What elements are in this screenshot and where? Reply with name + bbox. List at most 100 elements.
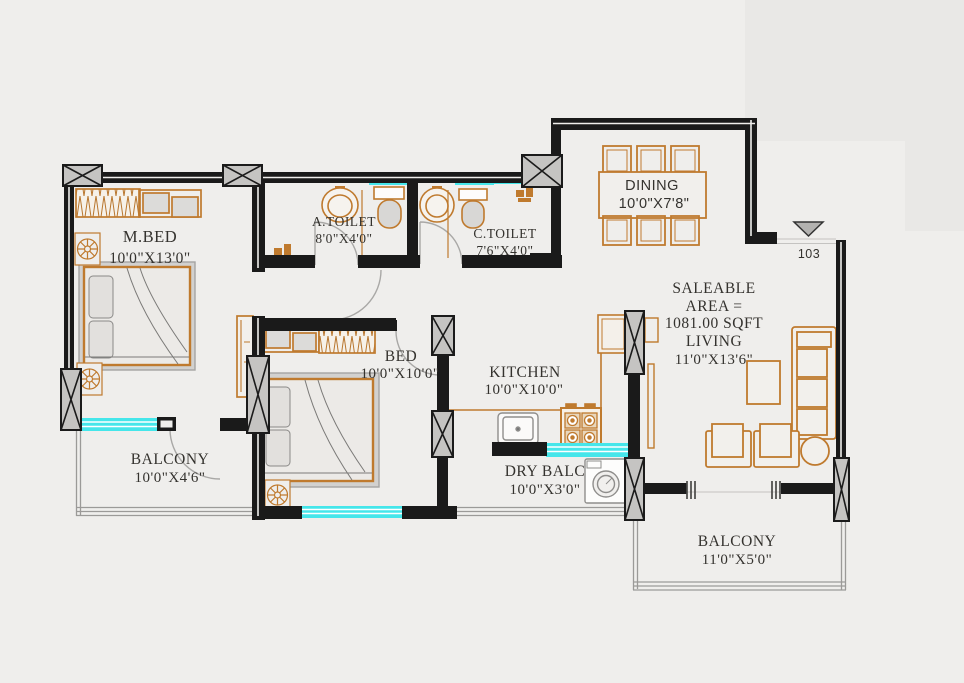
ctoilet-dims: 7'6"X4'0" xyxy=(476,243,533,258)
background-shade-right xyxy=(905,141,964,231)
wall-ctoilet-right xyxy=(551,183,561,255)
bed2-wardrobe-hatched xyxy=(318,328,376,354)
mbed-fan-1 xyxy=(74,232,101,266)
living-sofa xyxy=(791,326,837,440)
entrance-marker xyxy=(792,221,825,238)
balcony2-dims: 11'0"X5'0" xyxy=(702,552,772,568)
column xyxy=(431,410,454,458)
wall-toilet-divider xyxy=(407,183,418,268)
wall-toilet-bottom-1 xyxy=(252,255,315,268)
saleable-line1: SALEABLE xyxy=(672,280,755,297)
balcony1-door-arc xyxy=(169,428,221,480)
drybalc-railing-bottom xyxy=(448,506,629,517)
balcony1-label: BALCONY xyxy=(131,451,209,468)
wall-living-left xyxy=(628,370,640,462)
dining-dims: 10'0"X7'8" xyxy=(619,196,690,212)
bed2-fan xyxy=(264,479,291,511)
mbed-balcony-window xyxy=(81,418,159,431)
wall-living-bottom-right xyxy=(781,483,837,494)
wall-core-lines xyxy=(66,120,842,516)
bed2-dims: 10'0"X10'0" xyxy=(361,366,440,382)
unit-number: 103 xyxy=(798,247,820,261)
mbed-cabinet xyxy=(138,189,202,218)
wall-entry-stub xyxy=(745,232,777,244)
column xyxy=(431,315,455,356)
ctoilet-label: C.TOILET xyxy=(473,226,537,241)
entrance-threshold xyxy=(777,238,836,244)
wall-kitchen-left xyxy=(437,350,449,415)
mbed-furniture xyxy=(74,188,254,398)
balcony2-door-posts xyxy=(686,481,781,499)
column xyxy=(60,368,82,431)
balcony1-railing-left xyxy=(75,430,82,516)
ctoilet-fixtures xyxy=(419,186,533,258)
wall-bed2-bottom-right xyxy=(402,506,457,519)
dining-label: DINING xyxy=(625,178,679,194)
column xyxy=(222,164,263,187)
balcony1-door-jamb-core xyxy=(160,420,173,428)
bed2-door-jamb xyxy=(388,320,397,331)
wall-bed2-top xyxy=(252,318,396,331)
column xyxy=(833,457,850,522)
bed2-window xyxy=(302,506,402,518)
balcony2-railing-right xyxy=(840,521,847,590)
balcony2-label: BALCONY xyxy=(698,533,776,550)
atoilet-label: A.TOILET xyxy=(312,214,376,229)
atoilet-wc xyxy=(373,186,405,229)
entrance-arrow-icon xyxy=(792,221,825,238)
kitchen-dims: 10'0"X10'0" xyxy=(485,382,564,398)
door-arcs xyxy=(169,221,463,480)
dining-chair xyxy=(602,215,632,246)
wall-ctoilet-foot xyxy=(530,253,561,265)
dining-chair xyxy=(670,215,700,246)
mbed-bed xyxy=(78,261,196,371)
kitchen-fridge xyxy=(597,314,629,354)
kitchen-sink xyxy=(497,412,539,445)
column xyxy=(624,310,645,375)
wall-drybalc-left xyxy=(437,455,448,508)
kitchen-window xyxy=(546,443,629,457)
wall-bed2-bottom-left xyxy=(252,506,302,519)
dining-furniture xyxy=(598,145,707,246)
balcony1-dims: 10'0"X4'6" xyxy=(135,470,206,486)
living-tv-unit xyxy=(647,363,655,449)
kitchen-stove xyxy=(560,403,602,449)
column xyxy=(521,154,563,188)
living-armchair-1 xyxy=(705,423,752,468)
bed2-label: BED xyxy=(385,348,418,365)
drybalc-dims: 10'0"X3'0" xyxy=(510,482,581,498)
living-furniture xyxy=(644,317,837,468)
bed2-door-arc xyxy=(395,330,441,376)
room-labels: M.BED 10'0"X13'0" A.TOILET 8'0"X4'0" C.T… xyxy=(109,178,820,568)
mbed-label: M.BED xyxy=(123,227,177,246)
background-shade-topright xyxy=(745,0,964,141)
wall-mbed-bottom-stub xyxy=(220,418,253,431)
balcony1-railing-bottom xyxy=(76,506,257,517)
dining-chair xyxy=(636,215,666,246)
wall-sink-parapet xyxy=(492,442,547,456)
column xyxy=(624,457,645,521)
columns xyxy=(60,154,850,522)
wall-living-bottom-left xyxy=(641,483,687,494)
living-coffee-table xyxy=(746,360,781,405)
bed2-furniture xyxy=(253,326,380,511)
wall-toilet-bottom-2 xyxy=(358,255,420,268)
column xyxy=(62,164,103,187)
drybalc-label: DRY BALC xyxy=(505,463,586,480)
kitchen-furniture xyxy=(448,314,629,449)
ctoilet-plumbing-icon xyxy=(516,186,533,202)
balcony2-railing-bottom xyxy=(633,581,846,591)
ctoilet-wc xyxy=(458,188,488,229)
mbed-dims: 10'0"X13'0" xyxy=(109,250,190,267)
atoilet-dims: 8'0"X4'0" xyxy=(315,231,372,246)
living-armchair-2 xyxy=(753,423,800,468)
saleable-line2: AREA = xyxy=(686,298,743,315)
living-label: LIVING xyxy=(686,333,742,350)
saleable-line3: 1081.00 SQFT xyxy=(665,315,763,332)
dining-table xyxy=(598,171,707,219)
kitchen-counter-edge xyxy=(448,353,602,411)
bed2-bed xyxy=(253,372,380,488)
atoilet-fixtures xyxy=(274,186,405,260)
